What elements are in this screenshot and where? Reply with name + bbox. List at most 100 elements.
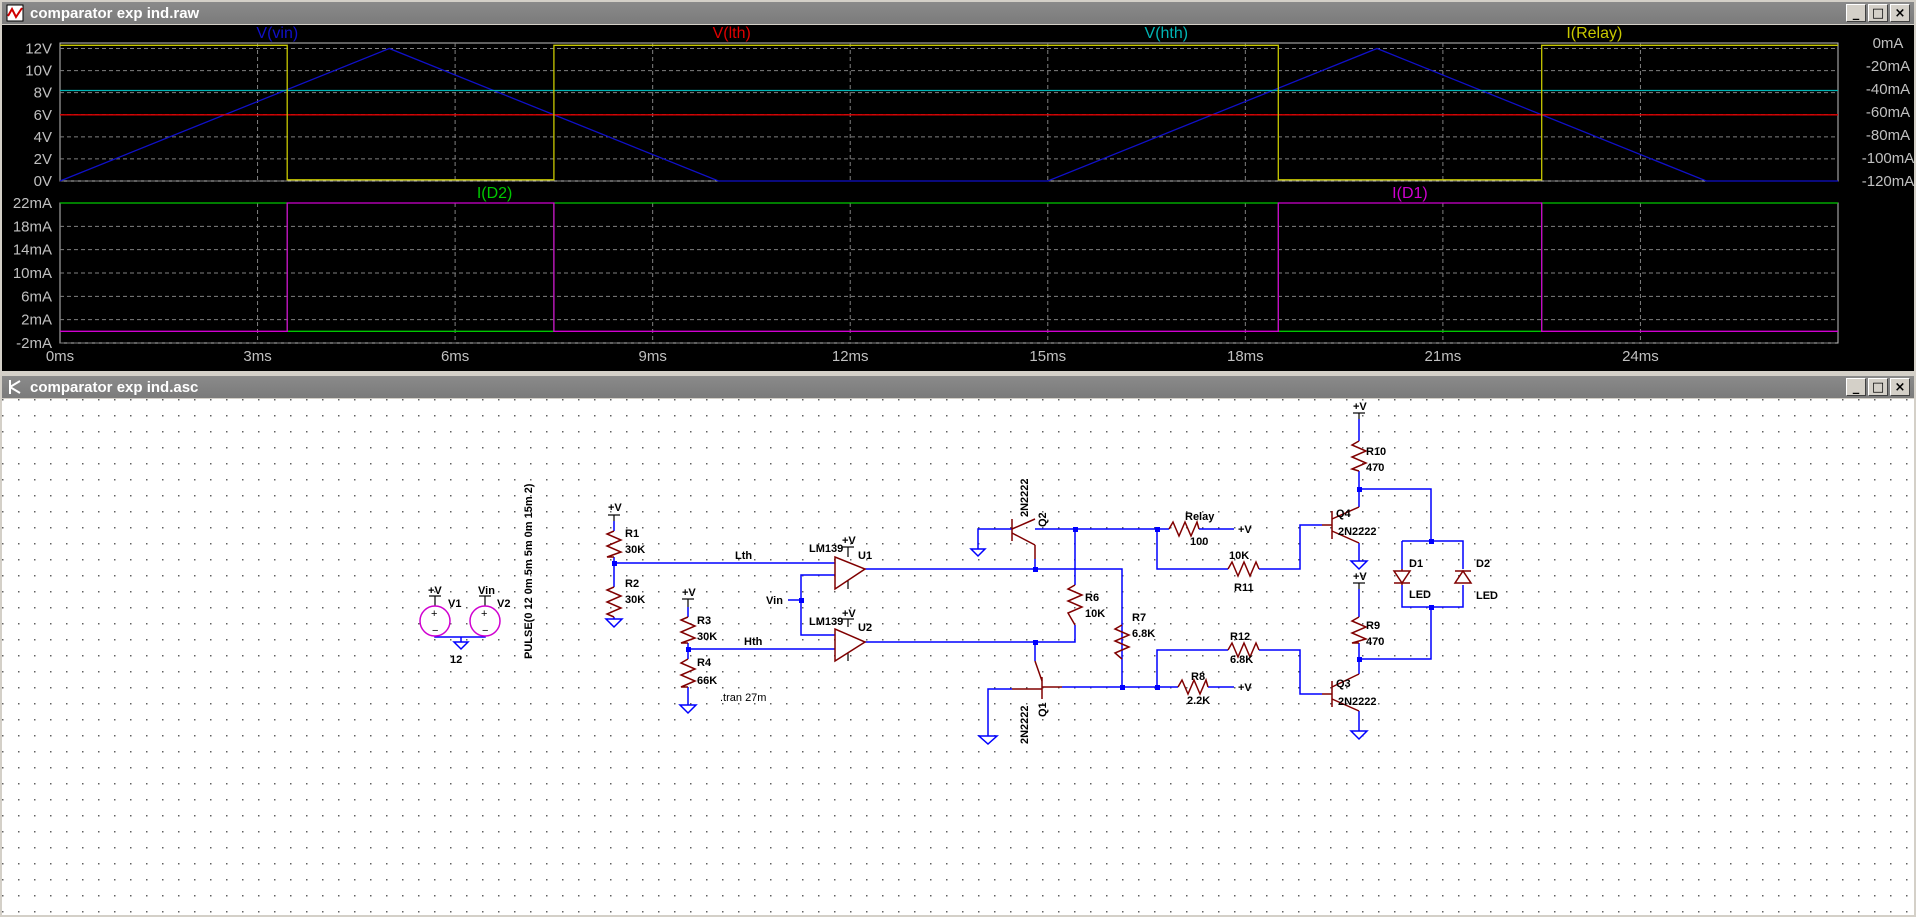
q4-name: Q4 xyxy=(1336,508,1352,520)
y-tick-label: 18mA xyxy=(13,218,52,235)
series-line-i-d2- xyxy=(60,202,1838,332)
r8-symbol xyxy=(1177,677,1209,696)
y2-tick-label: -40mA xyxy=(1866,81,1910,98)
legend-label[interactable]: V(hth) xyxy=(1145,25,1189,42)
minimize-button[interactable]: _ xyxy=(1846,378,1866,396)
schematic-window-titlebar[interactable]: comparator exp ind.asc _ □ × xyxy=(2,376,1914,398)
r4-name: R4 xyxy=(697,657,712,669)
d2-model: LED xyxy=(1476,590,1498,602)
r12-value: 6.8K xyxy=(1230,654,1253,666)
relay-value: 100 xyxy=(1190,536,1208,548)
svg-text:+: + xyxy=(481,608,487,620)
r6-name: R6 xyxy=(1085,592,1099,604)
d2-symbol xyxy=(1453,569,1473,584)
v1-value: 12 xyxy=(450,654,462,666)
legend-label[interactable]: V(vin) xyxy=(256,25,298,42)
ground-symbols xyxy=(452,548,1369,746)
waveform-plot[interactable]: 0V2V4V6V8V10V12V-120mA-100mA-80mA-60mA-4… xyxy=(2,25,1914,371)
r10-supply-label: +V xyxy=(1353,401,1367,413)
y-tick-label: 2mA xyxy=(21,312,52,329)
r2-value: 30K xyxy=(625,594,645,606)
restore-button[interactable]: □ xyxy=(1868,378,1888,396)
u2-model: LM139 xyxy=(809,616,843,628)
x-tick-label: 18ms xyxy=(1227,348,1264,365)
v1-name: V1 xyxy=(448,598,461,610)
q4-model: 2N2222 xyxy=(1338,526,1377,538)
restore-button[interactable]: □ xyxy=(1868,4,1888,22)
plot-frame xyxy=(59,42,1839,182)
legend-label[interactable]: I(Relay) xyxy=(1566,25,1622,42)
close-button[interactable]: × xyxy=(1890,378,1910,396)
y-tick-label: 10V xyxy=(25,63,52,80)
legend-label[interactable]: I(D1) xyxy=(1392,185,1428,202)
waveform-icon xyxy=(6,4,24,22)
y-tick-label: 8V xyxy=(34,85,52,102)
series-line-v-vin- xyxy=(59,47,1838,182)
grid-dots xyxy=(2,399,1914,915)
x-tick-label: 3ms xyxy=(243,348,271,365)
x-tick-label: 21ms xyxy=(1425,348,1462,365)
r10-value: 470 xyxy=(1366,462,1384,474)
y-tick-label: 10mA xyxy=(13,265,52,282)
junctions xyxy=(612,487,1434,690)
schematic-labels: +V Vin V1 V2 12 PULSE(0 12 0m 5m 5m 0m 1… xyxy=(428,401,1498,744)
r3-value: 30K xyxy=(697,631,717,643)
legend-label[interactable]: I(D2) xyxy=(477,185,513,202)
vin-net-label: Vin xyxy=(766,595,783,607)
q1-name: Q1 xyxy=(1037,702,1049,717)
r6-symbol xyxy=(1066,584,1084,626)
schematic-canvas[interactable]: +V Vin V1 V2 12 PULSE(0 12 0m 5m 5m 0m 1… xyxy=(2,399,1914,915)
top-plot-pane: 0V2V4V6V8V10V12V-120mA-100mA-80mA-60mA-4… xyxy=(25,35,1914,190)
v1-source-symbol xyxy=(419,605,451,637)
r10-name: R10 xyxy=(1366,446,1386,458)
r9-supply-label: +V xyxy=(1353,571,1367,583)
schematic-icon xyxy=(9,380,21,394)
u2-supply-label: +V xyxy=(842,608,856,620)
tran-directive: .tran 27m xyxy=(720,692,766,704)
waveform-window-titlebar[interactable]: comparator exp ind.raw _ □ × xyxy=(2,2,1914,24)
legend-label[interactable]: V(lth) xyxy=(713,25,751,42)
y2-tick-label: -80mA xyxy=(1866,127,1910,144)
r6-value: 10K xyxy=(1085,608,1105,620)
r1-supply-label: +V xyxy=(608,502,622,514)
hth-net-label: Hth xyxy=(744,636,763,648)
r2-symbol xyxy=(605,586,623,618)
r11-name: R11 xyxy=(1234,582,1254,594)
schematic-window-title: comparator exp ind.asc xyxy=(30,378,199,396)
schematic-window[interactable]: comparator exp ind.asc _ □ × xyxy=(0,374,1916,917)
r9-value: 470 xyxy=(1366,636,1384,648)
y-tick-label: 22mA xyxy=(13,195,52,212)
v2-name: V2 xyxy=(497,598,510,610)
q4-symbol xyxy=(1322,506,1360,544)
y2-tick-label: -20mA xyxy=(1866,58,1910,75)
minimize-button[interactable]: _ xyxy=(1846,4,1866,22)
y-tick-label: 6V xyxy=(34,107,52,124)
top-legend: V(vin) V(lth) V(hth) I(Relay) xyxy=(256,25,1622,42)
r11-value: 10K xyxy=(1229,550,1249,562)
r10-symbol xyxy=(1349,440,1368,472)
q3-name: Q3 xyxy=(1336,678,1351,690)
r1-symbol xyxy=(605,530,624,558)
x-tick-label: 0ms xyxy=(46,348,74,365)
relay-symbol xyxy=(1168,519,1200,538)
y-tick-label: 14mA xyxy=(13,242,52,259)
u2-symbol xyxy=(834,627,867,663)
x-tick-label: 6ms xyxy=(441,348,469,365)
d1-name: D1 xyxy=(1409,558,1423,570)
y2-tick-label: -120mA xyxy=(1862,173,1914,190)
v1-net-label: +V xyxy=(428,585,442,597)
y2-tick-label: 0mA xyxy=(1873,35,1904,52)
close-button[interactable]: × xyxy=(1890,4,1910,22)
pulse-directive: PULSE(0 12 0m 5m 5m 0m 15m 2) xyxy=(523,483,535,659)
r12-name: R12 xyxy=(1230,631,1250,643)
r8-supply-label: +V xyxy=(1238,682,1252,694)
y2-tick-label: -60mA xyxy=(1866,104,1910,121)
y-tick-label: 6mA xyxy=(21,288,52,305)
r1-name: R1 xyxy=(625,528,639,540)
y-tick-label: 2V xyxy=(34,151,52,168)
relay-supply-label: +V xyxy=(1238,524,1252,536)
y2-tick-label: -100mA xyxy=(1862,150,1914,167)
series-line-i-relay- xyxy=(60,44,1838,181)
